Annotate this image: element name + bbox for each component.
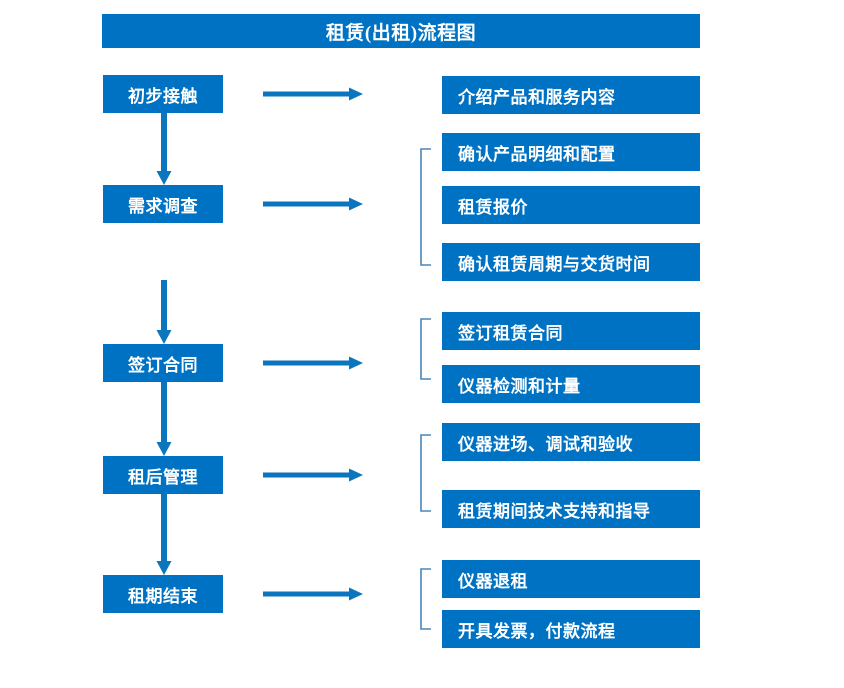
detail-box-technical-support[interactable]: 租赁期间技术支持和指导 — [442, 490, 700, 528]
arrow-right-icon-5 — [263, 585, 363, 603]
arrow-right-icon-2 — [263, 195, 363, 213]
stage-box-sign-contract[interactable]: 签订合同 — [103, 344, 223, 382]
detail-box-confirm-product-details[interactable]: 确认产品明细和配置 — [442, 133, 700, 171]
stage-box-demand-survey[interactable]: 需求调查 — [103, 185, 223, 223]
bracket-sign-contract — [418, 318, 432, 380]
detail-box-introduce-products[interactable]: 介绍产品和服务内容 — [442, 76, 700, 114]
detail-box-sign-lease-contract[interactable]: 签订租赁合同 — [442, 312, 700, 350]
stage-box-initial-contact[interactable]: 初步接触 — [103, 75, 223, 113]
bracket-lease-end — [418, 568, 432, 630]
arrow-right-icon-4 — [263, 466, 363, 484]
detail-box-instrument-delivery[interactable]: 仪器进场、调试和验收 — [442, 423, 700, 461]
detail-box-invoice-payment[interactable]: 开具发票，付款流程 — [442, 610, 700, 648]
arrow-down-icon-1 — [154, 113, 174, 185]
detail-box-lease-quotation[interactable]: 租赁报价 — [442, 186, 700, 224]
bracket-demand-survey — [418, 148, 432, 266]
stage-box-lease-end[interactable]: 租期结束 — [103, 575, 223, 613]
arrow-right-icon-3 — [263, 354, 363, 372]
bracket-post-lease-management — [418, 434, 432, 512]
stage-box-post-lease-management[interactable]: 租后管理 — [103, 456, 223, 494]
arrow-down-icon-3 — [154, 382, 174, 456]
arrow-down-icon-2 — [154, 280, 174, 344]
arrow-down-icon-4 — [154, 494, 174, 575]
flowchart-title: 租赁(出租)流程图 — [102, 14, 700, 48]
detail-box-confirm-lease-period[interactable]: 确认租赁周期与交货时间 — [442, 243, 700, 281]
detail-box-instrument-return[interactable]: 仪器退租 — [442, 560, 700, 598]
detail-box-instrument-inspection[interactable]: 仪器检测和计量 — [442, 365, 700, 403]
arrow-right-icon-1 — [263, 85, 363, 103]
